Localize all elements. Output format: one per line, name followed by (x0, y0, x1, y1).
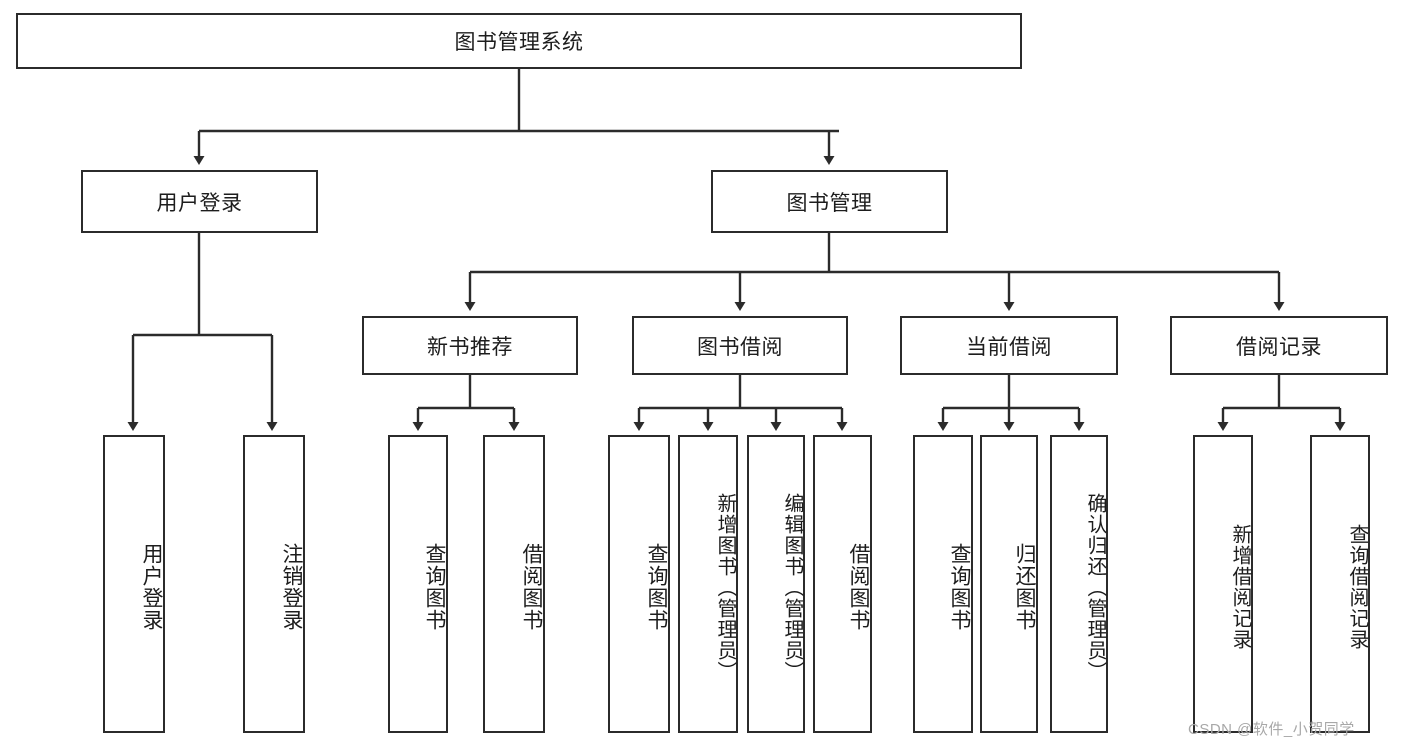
node-label: 注销登录 (280, 543, 303, 631)
node-leaf-return-book[interactable]: 归还图书 (980, 435, 1038, 733)
node-label: 归还图书 (1013, 543, 1036, 631)
node-label: 查询图书 (948, 543, 971, 631)
node-system-title[interactable]: 图书管理系统 (16, 13, 1022, 69)
node-leaf-logout[interactable]: 注销登录 (243, 435, 305, 733)
node-book-borrow[interactable]: 图书借阅 (632, 316, 848, 375)
node-label: 借阅记录 (1236, 335, 1322, 359)
node-new-book-recommend[interactable]: 新书推荐 (362, 316, 578, 375)
node-leaf-borrow-book-recommend[interactable]: 借阅图书 (483, 435, 545, 733)
node-label: 新增借阅记录 (1229, 524, 1251, 650)
node-label: 借阅图书 (520, 543, 543, 631)
node-borrow-record[interactable]: 借阅记录 (1170, 316, 1388, 375)
node-leaf-query-book-borrow[interactable]: 查询图书 (608, 435, 670, 733)
node-leaf-query-book-recommend[interactable]: 查询图书 (388, 435, 448, 733)
node-label: 借阅图书 (847, 543, 870, 631)
node-leaf-edit-book-admin[interactable]: 编辑图书（管理员） (747, 435, 805, 733)
node-user-login[interactable]: 用户登录 (81, 170, 318, 233)
node-leaf-query-book-current[interactable]: 查询图书 (913, 435, 973, 733)
node-label: 用户登录 (156, 191, 243, 215)
node-label: 编辑图书（管理员） (781, 492, 803, 682)
node-leaf-add-book-admin[interactable]: 新增图书（管理员） (678, 435, 738, 733)
node-leaf-query-borrow-record[interactable]: 查询借阅记录 (1310, 435, 1370, 733)
node-label: 图书借阅 (697, 335, 783, 359)
node-label: 图书管理 (786, 191, 873, 215)
node-label: 确认归还（管理员） (1084, 492, 1106, 682)
node-leaf-add-borrow-record[interactable]: 新增借阅记录 (1193, 435, 1253, 733)
node-label: 用户登录 (140, 543, 163, 631)
node-label: 查询图书 (645, 543, 668, 631)
node-label: 新增图书（管理员） (714, 492, 736, 682)
node-leaf-confirm-return-admin[interactable]: 确认归还（管理员） (1050, 435, 1108, 733)
node-label: 查询图书 (423, 543, 446, 631)
node-current-borrow[interactable]: 当前借阅 (900, 316, 1118, 375)
node-leaf-user-login[interactable]: 用户登录 (103, 435, 165, 733)
node-book-management[interactable]: 图书管理 (711, 170, 948, 233)
node-label: 新书推荐 (427, 335, 513, 359)
csdn-watermark: CSDN @软件_小贺同学 (1188, 721, 1355, 738)
node-leaf-borrow-book[interactable]: 借阅图书 (813, 435, 872, 733)
node-label: 当前借阅 (966, 335, 1052, 359)
node-label: 图书管理系统 (454, 31, 584, 54)
node-label: 查询借阅记录 (1346, 524, 1368, 650)
